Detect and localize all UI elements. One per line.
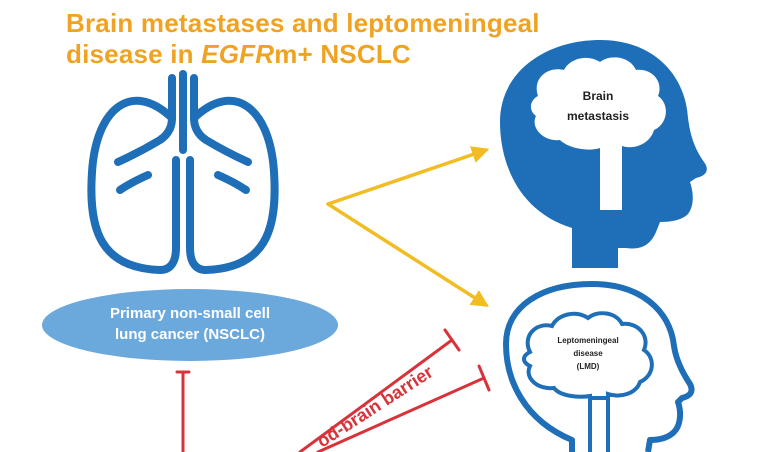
lmd-label-line-1: Leptomeningeal bbox=[557, 336, 618, 345]
brain-cloud-icon bbox=[530, 57, 666, 210]
arrow-to-lmd bbox=[326, 202, 489, 307]
brain-metastasis-label-line-2: metastasis bbox=[567, 109, 629, 123]
head-profile-icon: Brain metastasis bbox=[500, 40, 707, 268]
head-outline-icon: Leptomeningeal disease (LMD) bbox=[503, 281, 695, 452]
title-line-2: disease in EGFRm+ NSCLC bbox=[66, 39, 540, 70]
title-line-2-suffix: m+ NSCLC bbox=[274, 39, 411, 69]
metastasis-arrows bbox=[326, 146, 490, 307]
primary-nsclc-ellipse bbox=[42, 289, 338, 361]
diagram-title: Brain metastases and leptomeningeal dise… bbox=[66, 8, 540, 70]
barrier-inhibition-lines bbox=[175, 328, 491, 452]
title-line-2-prefix: disease in bbox=[66, 39, 202, 69]
arrow-to-brain-metastasis bbox=[326, 146, 490, 206]
lmd-label-line-3: (LMD) bbox=[577, 362, 600, 371]
brain-metastasis-label-line-1: Brain bbox=[583, 89, 614, 103]
primary-label-line-2: lung cancer (NSCLC) bbox=[115, 326, 265, 343]
primary-label-line-1: Primary non-small cell bbox=[110, 305, 270, 322]
lungs-icon bbox=[87, 70, 279, 274]
brain-cloud-icon-lmd bbox=[522, 311, 654, 452]
title-line-2-gene: EGFR bbox=[201, 39, 275, 69]
title-line-1: Brain metastases and leptomeningeal bbox=[66, 8, 540, 38]
lmd-label-line-2: disease bbox=[573, 349, 603, 358]
